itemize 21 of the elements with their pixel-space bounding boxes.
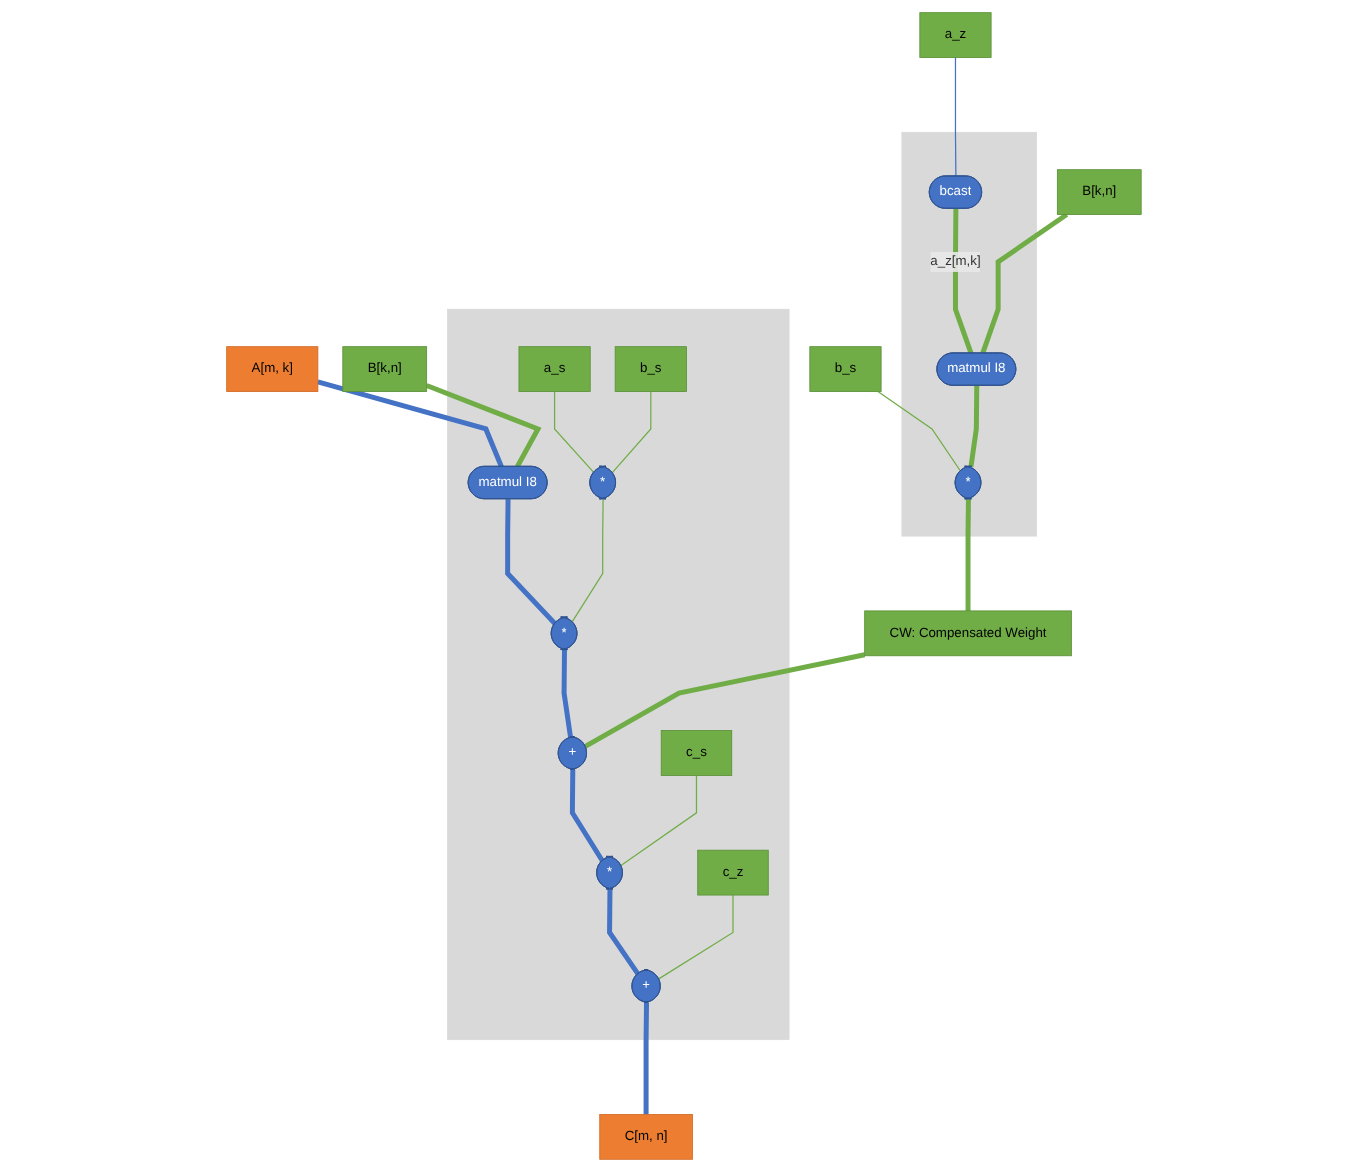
connector bbox=[658, 893, 734, 979]
connector bbox=[317, 378, 504, 467]
connector bbox=[425, 382, 542, 467]
connector bbox=[584, 651, 866, 748]
connector bbox=[611, 389, 652, 473]
connector bbox=[505, 498, 557, 625]
connector bbox=[607, 888, 641, 975]
connector bbox=[643, 1001, 650, 1114]
connector bbox=[980, 211, 1069, 354]
connector bbox=[953, 207, 974, 354]
connector bbox=[571, 497, 604, 622]
connector bbox=[561, 648, 574, 738]
connector bbox=[877, 389, 962, 471]
connector bbox=[569, 768, 605, 862]
connector bbox=[954, 55, 957, 176]
connector bbox=[965, 498, 971, 610]
cluster bbox=[447, 307, 790, 1040]
cluster bbox=[901, 130, 1038, 536]
connector bbox=[968, 384, 980, 467]
connector bbox=[554, 389, 595, 473]
connector bbox=[620, 773, 698, 866]
